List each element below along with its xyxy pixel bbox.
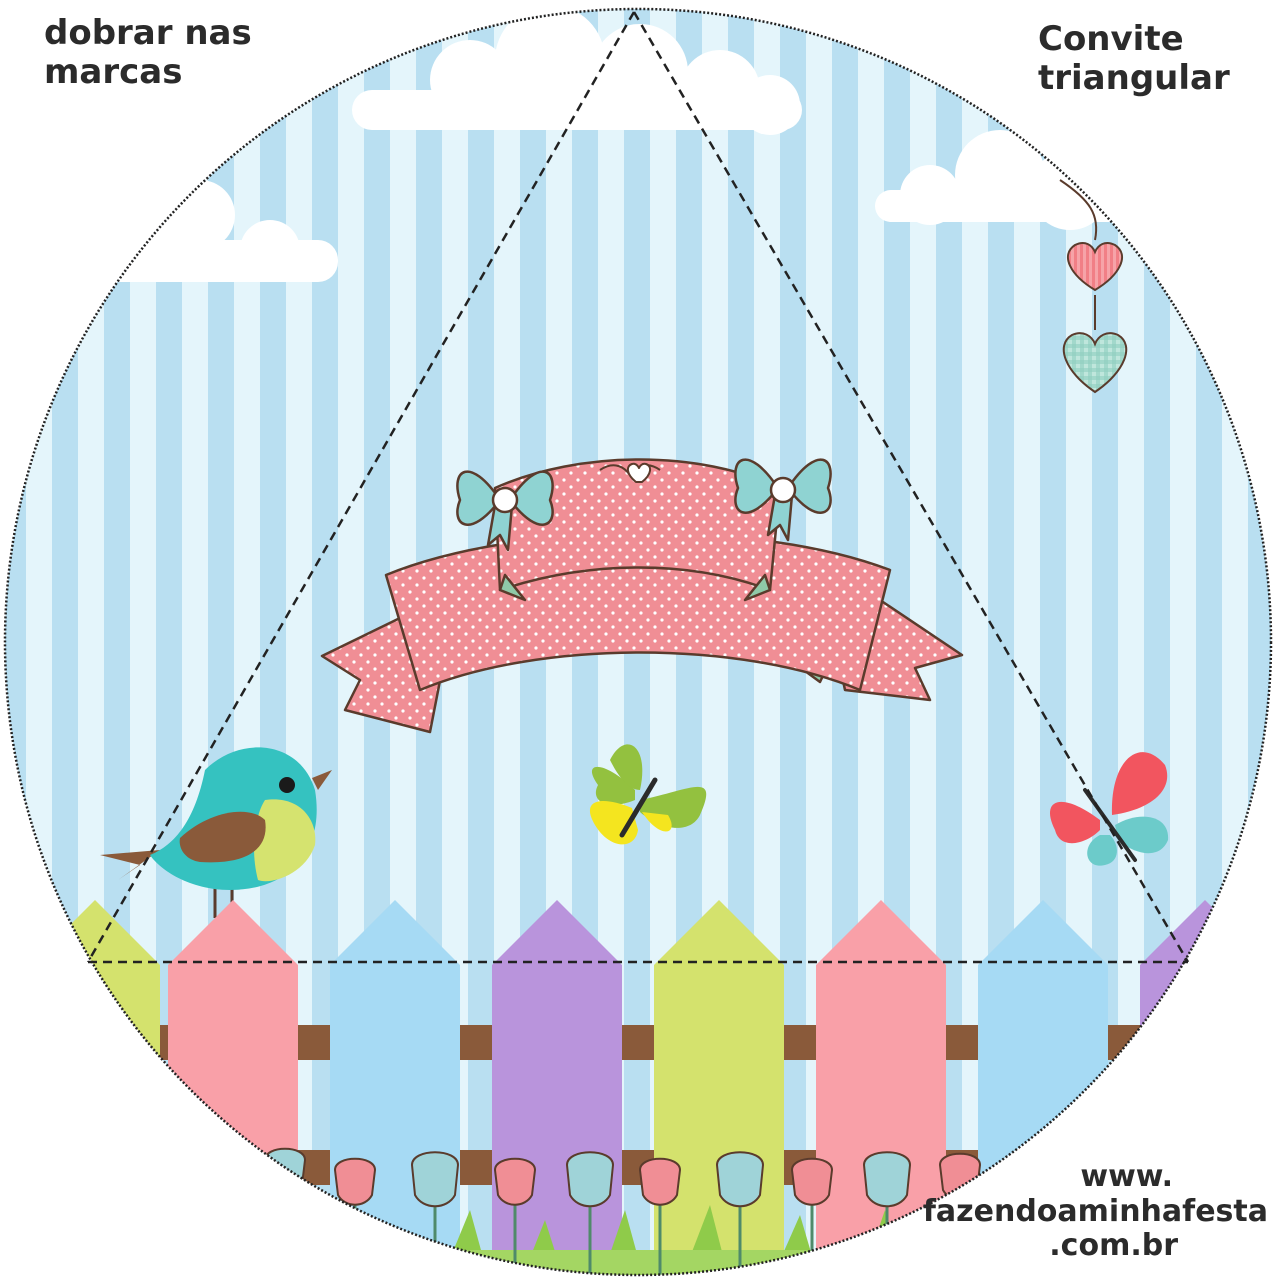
hearts-garland-icon xyxy=(1059,179,1128,394)
site-line-1: www. xyxy=(1080,1159,1173,1194)
cloud-icon xyxy=(352,9,802,135)
ribbon-banner-icon xyxy=(320,458,964,734)
cut-circle xyxy=(3,7,1273,1277)
bow-icon xyxy=(456,470,554,552)
bird-icon xyxy=(100,747,332,918)
butterfly-icon xyxy=(1050,752,1169,866)
site-line-2: fazendoaminhafesta xyxy=(922,1193,1268,1229)
invitation-title: Convite triangular xyxy=(1038,19,1258,99)
fold-instruction: dobrar nas marcas xyxy=(44,13,252,93)
title-line-1: Convite xyxy=(1038,19,1184,59)
fold-triangle xyxy=(86,11,1190,964)
butterfly-icon xyxy=(589,744,707,845)
website-credit: www. fazendoaminhafesta .com.br xyxy=(898,1159,1268,1264)
title-line-2: triangular xyxy=(1038,58,1230,99)
bow-icon xyxy=(734,458,832,542)
site-line-3: .com.br xyxy=(1049,1228,1178,1263)
